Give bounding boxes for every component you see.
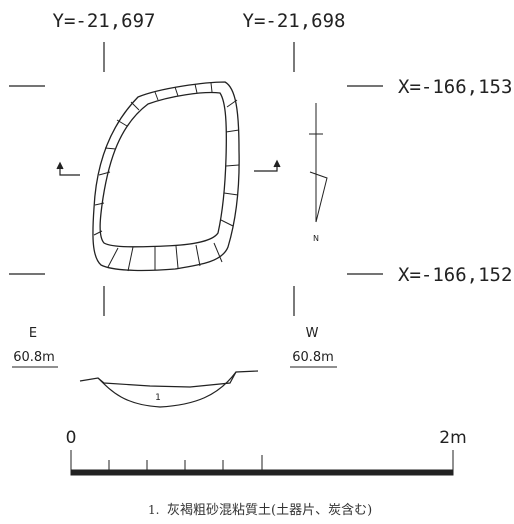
section-marker-right bbox=[254, 159, 281, 172]
north-arrow bbox=[309, 103, 328, 223]
north-arrow-label: N bbox=[313, 234, 319, 243]
y-coordinate-right-label: Y=-21,698 bbox=[243, 10, 346, 32]
section-left-direction-label: E bbox=[29, 326, 37, 341]
pit-plan bbox=[92, 81, 240, 272]
section-marker-left bbox=[56, 161, 80, 176]
x-coordinate-top-label: X=-166,153 bbox=[398, 76, 512, 98]
pit-hachures bbox=[93, 82, 240, 272]
x-coordinate-bottom-label: X=-166,152 bbox=[398, 264, 512, 286]
scale-bar-start-label: 0 bbox=[66, 428, 77, 448]
section-markers bbox=[56, 159, 281, 176]
legend-item-number: 1. bbox=[148, 503, 159, 517]
pit-outer-outline bbox=[92, 81, 240, 272]
section-profile bbox=[79, 370, 259, 408]
section-left-elevation-label: 60.8m bbox=[13, 350, 55, 365]
section-right-elevation-label: 60.8m bbox=[292, 350, 334, 365]
ground-surface-line bbox=[79, 370, 259, 388]
legend-item-description: 灰褐粗砂混粘質土(土器片、炭含む) bbox=[167, 502, 372, 518]
pit-section-bottom bbox=[97, 371, 237, 408]
section-layer-number: 1 bbox=[155, 393, 161, 403]
section-right-direction-label: W bbox=[306, 326, 319, 341]
grid-ticks bbox=[9, 42, 383, 316]
scale-bar-end-label: 2m bbox=[439, 428, 466, 448]
pit-inner-outline bbox=[99, 91, 227, 248]
scale-bar bbox=[70, 450, 454, 476]
y-coordinate-left-label: Y=-21,697 bbox=[53, 10, 156, 32]
